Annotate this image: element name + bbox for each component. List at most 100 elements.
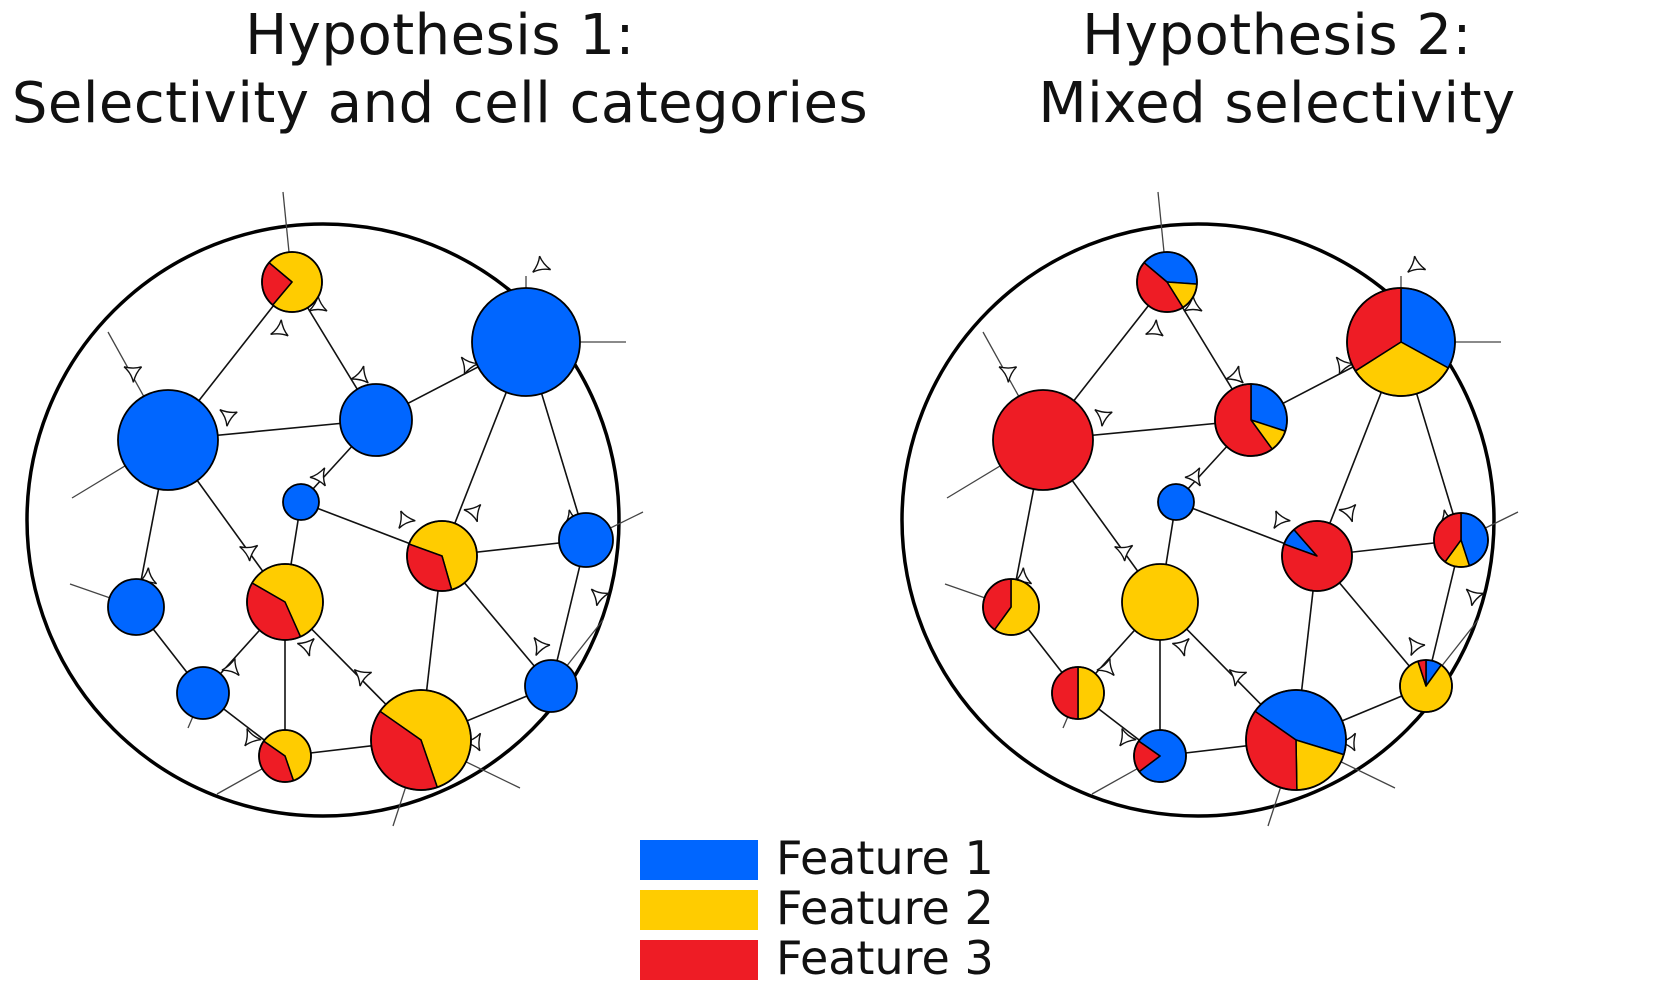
hypothesis-1-neuron	[471, 287, 581, 397]
hypothesis-2-synapse-marker	[1119, 728, 1137, 747]
hypothesis-1-neuron-outline	[261, 251, 323, 313]
hypothesis-1-synapse-marker	[398, 510, 416, 529]
hypothesis-1-neuron-body	[471, 287, 581, 397]
hypothesis-1-synapse-marker	[590, 588, 610, 607]
hypothesis-2-synapse-marker	[998, 366, 1018, 383]
hypothesis-1-neuron-body	[117, 389, 219, 491]
hypothesis-2-neuron	[1399, 659, 1453, 713]
hypothesis-2-neuron	[1133, 729, 1187, 783]
hypothesis-2-title-line-2: Mixed selectivity	[1038, 71, 1516, 136]
hypothesis-2-synapse-marker	[1408, 637, 1426, 656]
hypothesis-1-neuron-body	[524, 659, 578, 713]
hypothesis-1-neuron-body	[282, 483, 320, 521]
hypothesis-1-neuron	[107, 578, 165, 636]
hypothesis-2-synapse-marker	[1145, 319, 1164, 337]
legend-label-feature-2: Feature 2	[776, 881, 994, 935]
hypothesis-1-synapse-marker	[309, 467, 326, 487]
hypothesis-2-neuron	[982, 578, 1040, 636]
hypothesis-2-neuron-outline	[1281, 520, 1353, 592]
hypothesis-2-synapse-marker	[1096, 658, 1115, 676]
hypothesis-2-neuron	[992, 389, 1094, 491]
hypothesis-2-synapse-marker	[1184, 467, 1201, 487]
hypothesis-2-neuron	[1281, 520, 1353, 592]
hypothesis-1-synapse-marker	[239, 544, 259, 562]
hypothesis-2-title-line-1: Hypothesis 2:	[1082, 3, 1472, 68]
hypothesis-1-neuron-outline	[258, 729, 312, 783]
hypothesis-1-neuron-body	[558, 512, 614, 568]
hypothesis-2-synapse-marker	[1225, 365, 1244, 384]
hypothesis-1-synapse-marker	[464, 732, 482, 752]
hypothesis-1-synapse-marker	[244, 728, 262, 747]
hypothesis-2-neuron	[1214, 383, 1288, 457]
hypothesis-2-synapse-marker	[1171, 637, 1190, 657]
hypothesis-1-synapse-marker	[219, 409, 238, 427]
legend-label-feature-3: Feature 3	[776, 931, 994, 985]
hypothesis-1-neuron-outline	[246, 563, 324, 641]
hypothesis-2-synapse-marker	[1228, 668, 1247, 687]
hypothesis-2-neuron-body	[992, 389, 1094, 491]
hypothesis-2-synapse-marker	[1094, 409, 1113, 427]
hypothesis-1-title-line-2: Selectivity and cell categories	[11, 71, 869, 136]
hypothesis-2-synapse-marker	[1339, 732, 1357, 752]
hypothesis-2-neuron-outline	[1346, 287, 1456, 397]
hypothesis-1-neuron	[176, 666, 230, 720]
hypothesis-2-neuron-outline	[1214, 383, 1288, 457]
hypothesis-2-neuron	[1157, 483, 1195, 521]
hypothesis-1-neuron	[246, 563, 324, 641]
hypothesis-2-synapse-marker	[1183, 295, 1203, 312]
hypothesis-2-boundary-circle	[900, 222, 1496, 818]
hypothesis-1-synapse-marker	[350, 365, 369, 384]
hypothesis-1-neuron	[282, 483, 320, 521]
hypothesis-1-title-line-1: Hypothesis 1:	[245, 3, 635, 68]
hypothesis-1-neuron	[258, 729, 312, 783]
hypothesis-2-neuron-outline	[1433, 512, 1489, 568]
hypothesis-1-synapse-marker	[353, 668, 372, 687]
hypothesis-2-neuron-outline	[1133, 729, 1187, 783]
hypothesis-2-title: Hypothesis 2: Mixed selectivity	[900, 2, 1654, 138]
hypothesis-2-neuron-body	[1157, 483, 1195, 521]
hypothesis-1-synapse-marker	[296, 637, 315, 657]
hypothesis-1-synapse-marker	[123, 366, 143, 383]
hypothesis-2-neuron	[1121, 563, 1199, 641]
hypothesis-2-neuron-outline	[1399, 659, 1453, 713]
hypothesis-2-neuron	[1346, 287, 1456, 397]
hypothesis-1-boundary-circle	[25, 222, 621, 818]
hypothesis-2-neuron	[1051, 666, 1105, 720]
hypothesis-1-neuron	[117, 389, 219, 491]
hypothesis-2-synapse-marker	[1273, 510, 1291, 529]
legend-swatch-feature-2	[640, 890, 758, 930]
hypothesis-1-neuron-body	[107, 578, 165, 636]
hypothesis-1-neuron-body	[339, 383, 413, 457]
hypothesis-2-neuron-slice-feature-2	[1077, 666, 1105, 720]
hypothesis-2-neuron-outline	[1245, 689, 1347, 791]
hypothesis-2-synapse-marker	[1465, 588, 1485, 607]
hypothesis-1-synapse-marker	[308, 295, 328, 312]
hypothesis-2-synapse-marker	[1335, 356, 1354, 375]
hypothesis-1-neuron	[261, 251, 323, 313]
hypothesis-1-synapse-marker	[270, 319, 289, 337]
hypothesis-1-neuron-outline	[370, 689, 472, 791]
hypothesis-1-neuron-outline	[406, 520, 478, 592]
hypothesis-2-neuron	[1136, 251, 1198, 313]
hypothesis-2-neuron	[1245, 689, 1347, 791]
hypothesis-2-neuron-outline	[1051, 666, 1105, 720]
hypothesis-2-neuron-body	[1121, 563, 1199, 641]
hypothesis-2-synapse-marker	[1338, 503, 1357, 523]
hypothesis-1-synapse-marker	[221, 658, 240, 676]
hypothesis-2-synapse-marker	[1114, 544, 1134, 562]
hypothesis-1-network	[25, 191, 644, 827]
hypothesis-1-neuron	[339, 383, 413, 457]
hypothesis-1-neuron	[370, 689, 472, 791]
hypothesis-1-synapse-marker	[532, 255, 552, 273]
legend-swatch-feature-1	[640, 840, 758, 880]
hypothesis-2-neuron-slice-feature-3	[1051, 666, 1079, 720]
hypothesis-1-synapse-marker	[463, 503, 482, 523]
hypothesis-1-neuron-body	[176, 666, 230, 720]
hypothesis-2-synapse-marker	[1407, 255, 1427, 273]
hypothesis-2-neuron-outline	[1136, 251, 1198, 313]
hypothesis-1-synapse-marker	[533, 637, 551, 656]
hypothesis-1-neuron	[524, 659, 578, 713]
hypothesis-2-network	[900, 191, 1519, 827]
hypothesis-1-synapse-marker	[460, 356, 479, 375]
legend-swatch-feature-3	[640, 940, 758, 980]
